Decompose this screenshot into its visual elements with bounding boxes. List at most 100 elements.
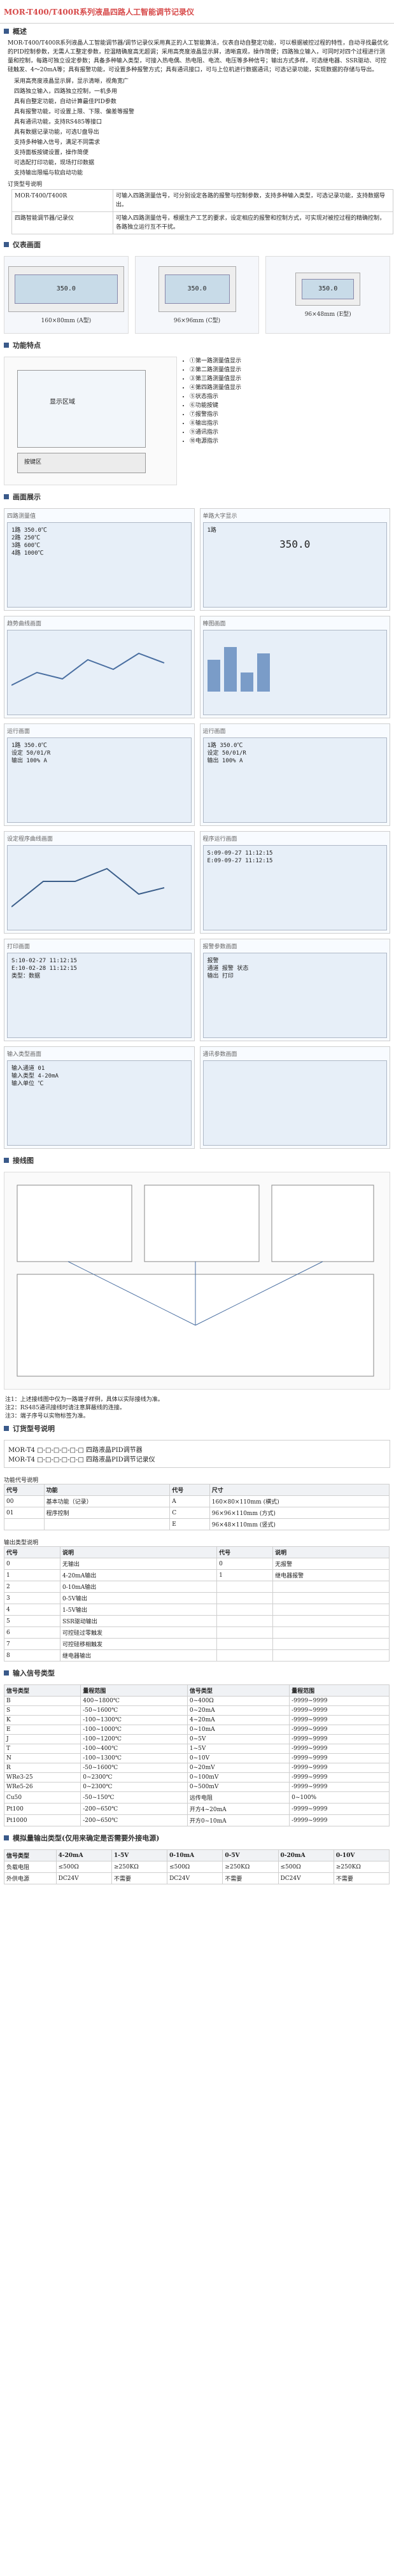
overview-title: 概述	[0, 24, 394, 39]
section-square-icon	[4, 1158, 9, 1163]
sig-row-3: K -100~1300℃ 4~20mA -9999~9999	[3, 1715, 390, 1725]
sig-row-13: Pt1000 -200~650℃ 开方0~10mA -9999~9999	[3, 1814, 390, 1826]
screen-line-5-3: 输出 100% A	[11, 758, 47, 764]
section-square-icon	[4, 343, 9, 348]
screen-line-10-3: 输出 打印	[207, 973, 234, 979]
wiring-note-1: 注1：上述接线图中仅为一路端子样例，具体以实际接线为准。	[5, 1397, 164, 1403]
screen-content-4	[202, 630, 387, 715]
bullet-5: 具有通讯功能，支持RS485等接口	[14, 119, 102, 125]
out-row-2: 1 4-20mA输出 1 继电器报警	[4, 1569, 390, 1581]
screen-box-5: 运行画面 1路 350.0℃ 设定 50/01/R 输出 100% A	[4, 723, 195, 826]
device-a: 350.0	[8, 266, 124, 312]
screen-title-8: 程序运行画面	[202, 836, 237, 843]
feature-item-7: ⑦报警指示	[190, 410, 390, 419]
feature-buttons: 按键区	[17, 453, 146, 473]
fn-th-4: 尺寸	[209, 1484, 390, 1496]
fn-row-2: 01 程序控制 C 96×96×110mm (方式)	[4, 1507, 390, 1519]
features-block: 显示区域 按键区 ①第一路测量值显示 ②第二路测量值显示 ③第三路测量值显示 ④…	[0, 353, 394, 489]
wiring-svg	[17, 1185, 374, 1377]
wiring-box-b	[144, 1185, 260, 1262]
out-th-1: 代号	[4, 1546, 60, 1558]
screen-line-6-3: 输出 100% A	[207, 758, 243, 764]
screen-title-6: 运行画面	[202, 729, 226, 735]
screen-line-2-2: 350.0	[279, 538, 311, 550]
wiring-box-c	[271, 1185, 374, 1262]
out-th-2: 说明	[59, 1546, 218, 1558]
io-th-2: 4-20mA	[55, 1849, 112, 1861]
wiring-box-a	[17, 1185, 132, 1262]
section-square-icon	[4, 1670, 9, 1676]
io-table: 信号类型 4-20mA 1-5V 0-10mA 0-5V 0-20mA 0-10…	[4, 1849, 390, 1884]
wiring-note-3: 注3：端子序号以实物标签为准。	[5, 1413, 89, 1420]
section-square-icon	[4, 494, 9, 499]
wire-3	[195, 1261, 323, 1326]
function-table-wrap: 功能代号说明 代号 功能 代号 尺寸 00 基本功能（记录） A 160×80×…	[0, 1472, 394, 1534]
section-square-icon	[4, 29, 9, 34]
section-square-icon	[4, 242, 9, 247]
program-curve	[11, 867, 165, 907]
product-e-caption: 96×48mm (E型)	[304, 311, 351, 318]
output-table-wrap: 输出类型说明 代号 说明 代号 说明 0 无输出 0 无报警 1	[0, 1534, 394, 1665]
screen-content-6: 1路 350.0℃ 设定 50/01/R 输出 100% A	[202, 737, 387, 823]
bullet-1: 采用高亮度液晶显示屏，显示清晰，视角宽广	[14, 78, 129, 85]
screen-title-5: 运行画面	[7, 729, 31, 735]
screen-line-5-2: 设定 50/01/R	[11, 750, 51, 757]
product-c: 350.0 96×96mm (C型)	[134, 256, 260, 334]
out-th-3: 代号	[216, 1546, 274, 1558]
screen-line-11-3: 输入单位 ℃	[11, 1081, 44, 1087]
screen-box-8: 程序运行画面 S:09-09-27 11:12:15 E:09-09-27 11…	[199, 831, 390, 934]
feature-list: ①第一路测量值显示 ②第二路测量值显示 ③第三路测量值显示 ④第四路测量值显示 …	[182, 357, 390, 485]
product-a-caption: 160×80mm (A型)	[41, 317, 92, 324]
sig-row-12: Pt100 -200~650℃ 开方4~20mA -9999~9999	[3, 1803, 390, 1815]
program-curve-svg	[11, 867, 165, 907]
screen-content-1: 1路 350.0℃ 2路 250℃ 3路 600℃ 4路 1000℃	[7, 522, 192, 608]
screen-line-9-1: S:10-02-27 11:12:15	[11, 958, 77, 964]
feature-item-2: ②第二路测量值显示	[190, 366, 390, 374]
out-row-5: 4 1-5V输出	[4, 1604, 390, 1616]
tech-left-2: 四路智能调节器/记录仪	[11, 211, 113, 234]
screen-content-2: 1路 350.0	[202, 522, 387, 608]
feature-item-5: ⑤状态指示	[190, 392, 390, 401]
feature-item-1: ①第一路测量值显示	[190, 357, 390, 366]
screen-box-11: 输入类型画面 输入通道 01 输入类型 4-20mA 输入单位 ℃	[4, 1046, 195, 1149]
screen-box-12: 通讯参数画面	[199, 1046, 390, 1149]
model-code-title: 订货型号说明	[0, 1421, 394, 1436]
fn-th-3: 代号	[169, 1484, 210, 1496]
screen-content-11: 输入通道 01 输入类型 4-20mA 输入单位 ℃	[7, 1060, 192, 1146]
screen-line-5-1: 1路 350.0℃	[11, 743, 47, 749]
tech-left-1: MOR-T400/T400R	[11, 189, 113, 212]
bullet-7: 支持多种输入信号，满足不同需求	[14, 139, 101, 146]
device-a-screen: 350.0	[14, 274, 118, 304]
sig-row-1: B 400~1800℃ 0~400Ω -9999~9999	[3, 1696, 390, 1706]
screen-box-7: 设定程序曲线画面	[4, 831, 195, 934]
feature-item-10: ⑩电源指示	[190, 437, 390, 446]
trend-svg	[11, 652, 165, 686]
screen-line-11-2: 输入类型 4-20mA	[11, 1073, 59, 1079]
fn-th-1: 代号	[4, 1484, 45, 1496]
bullet-3: 具有自整定功能，自动计算最佳PID参数	[14, 99, 116, 105]
model-code-1: MOR-T4 □-□-□-□-□-□ 四路液晶PID调节器	[8, 1447, 143, 1454]
io-th-6: 0-20mA	[278, 1849, 334, 1861]
feature-display-label: 显示区域	[50, 399, 75, 406]
feature-item-6: ⑥功能按键	[190, 401, 390, 410]
screen-line-10-1: 报警	[207, 958, 219, 964]
screen-content-12	[202, 1060, 387, 1146]
products-title: 仪表画面	[0, 237, 394, 252]
fn-row-3: E 96×48×110mm (竖式)	[4, 1518, 390, 1530]
screen-title-10: 报警参数画面	[202, 944, 237, 950]
function-table-title: 功能代号说明	[4, 1477, 39, 1484]
out-row-4: 3 0-5V输出	[4, 1592, 390, 1604]
screen-content-5: 1路 350.0℃ 设定 50/01/R 输出 100% A	[7, 737, 192, 823]
screen-title-3: 趋势曲线画面	[7, 621, 42, 627]
fn-th-2: 功能	[43, 1484, 171, 1496]
product-a: 350.0 160×80mm (A型)	[4, 256, 129, 334]
sig-th-3: 信号类型	[186, 1684, 290, 1697]
screen-box-3: 趋势曲线画面	[4, 616, 195, 718]
io-th-3: 1-5V	[111, 1849, 168, 1861]
screen-box-2: 单路大字显示 1路 350.0	[199, 508, 390, 611]
trend-line	[11, 652, 165, 686]
technical-table: MOR-T400/T400R 可输入四路测量信号，可分别设定各路的报警与控制参数…	[11, 189, 393, 234]
wiring-note-2: 注2：RS485通讯接线时请注意屏蔽线的连接。	[5, 1405, 125, 1411]
screen-line-9-3: 类型：数据	[11, 973, 41, 979]
